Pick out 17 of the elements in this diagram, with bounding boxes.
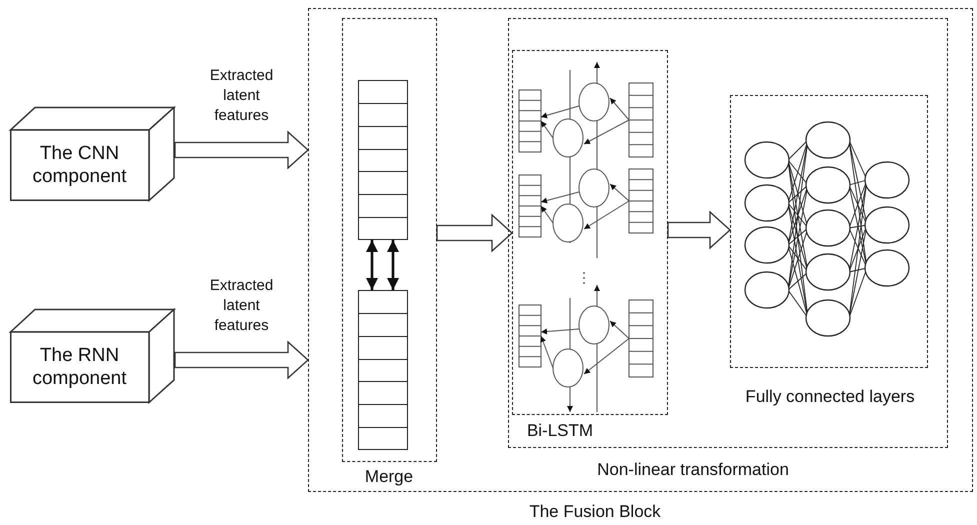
double-arrow	[366, 240, 378, 290]
block-arrow	[436, 214, 513, 252]
frame-caption: The Fusion Block	[529, 502, 661, 522]
vector-stack	[358, 290, 408, 450]
edge-label: Extracted latent features	[208, 276, 274, 336]
frame-caption: Merge	[364, 467, 414, 487]
frame-caption: Non-linear transformation	[597, 460, 789, 480]
frame-caption: Fully connected layers	[745, 387, 915, 407]
block-arrow	[174, 340, 309, 380]
frame-caption: Bi-LSTM	[526, 421, 594, 441]
vector-stack	[358, 80, 408, 240]
block-arrow	[667, 210, 731, 250]
double-arrow	[387, 240, 399, 290]
component-label: The RNN component	[31, 344, 128, 390]
edge-label: Extracted latent features	[208, 66, 274, 126]
component-label: The CNN component	[31, 142, 128, 188]
block-arrow	[174, 130, 309, 170]
